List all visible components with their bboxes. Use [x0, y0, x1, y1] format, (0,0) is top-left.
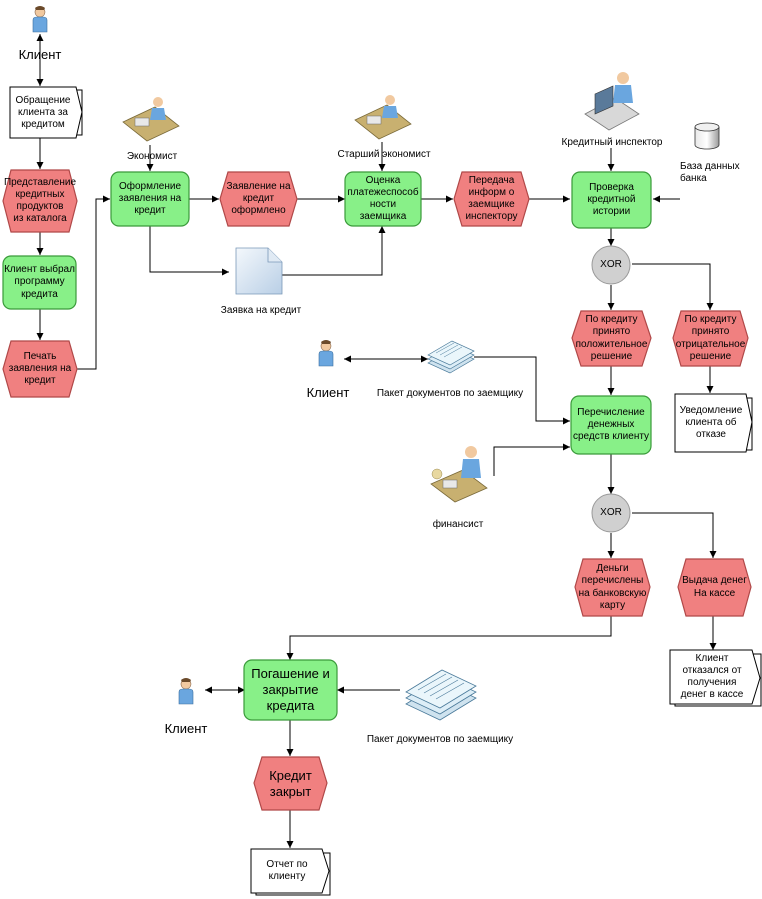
document-stack-icon — [427, 340, 475, 374]
function-label: Погашение и закрытие кредита — [251, 666, 330, 713]
doc-client-request — [9, 86, 83, 139]
function-label: Оформление заявления на кредит — [118, 180, 182, 217]
doc-label: Обращение клиента за кредитом — [15, 94, 71, 131]
doc-label: Клиент отказался от получения денег в ка… — [680, 652, 744, 701]
function-repay-close — [243, 659, 338, 721]
gateway-label: XOR — [600, 506, 622, 518]
connector — [286, 616, 612, 660]
event-label: Передача информ о заемщике инспектору — [465, 174, 518, 223]
event-label: Представление кредитных продуктов из кат… — [3, 176, 77, 225]
function-label: Проверка кредитной истории — [587, 181, 636, 218]
actor-credit-inspector: Кредитный инспектор — [561, 136, 663, 148]
event-print-application — [2, 340, 78, 398]
document-shapes — [9, 86, 762, 896]
function-prepare-application — [110, 171, 190, 227]
worker-at-desk-icon — [430, 446, 488, 503]
event-positive-decision — [571, 310, 652, 367]
database-icon — [694, 122, 720, 150]
function-client-chose — [2, 255, 77, 310]
event-label: Кредит закрыт — [269, 767, 312, 799]
person-icon — [178, 678, 194, 705]
function-label: Клиент выбрал программу кредита — [4, 264, 75, 300]
connector — [76, 195, 110, 370]
function-check-history — [571, 171, 652, 229]
gateways — [591, 245, 631, 533]
doc-package-label: Пакет документов по заемщику — [376, 387, 524, 399]
connector — [632, 512, 717, 558]
doc-client-refused — [669, 649, 762, 707]
document-icon — [235, 247, 283, 295]
event-label: Деньги перечислены на банковскую карту — [578, 563, 647, 611]
actor-financier: финансист — [432, 518, 484, 530]
doc-package-label: Пакет документов по заемщику — [366, 733, 514, 745]
doc-client-report — [250, 848, 331, 896]
connectors — [36, 34, 717, 848]
event-label: По кредиту принято положительное решение — [575, 314, 648, 362]
event-label: Выдача денег На кассе — [682, 575, 747, 599]
actor-client-bottom: Клиент — [164, 721, 208, 737]
event-label: Печать заявления на кредит — [8, 350, 72, 387]
event-present-products — [2, 169, 78, 233]
doc-label: Отчет по клиенту — [266, 858, 308, 882]
actor-client-mid: Клиент — [306, 385, 350, 401]
doc-refusal-notice — [674, 393, 753, 453]
function-assess-solvency — [344, 171, 422, 227]
event-label: По кредиту принято отрицательное решение — [675, 314, 746, 362]
event-negative-decision — [672, 310, 749, 367]
event-cash-issue — [677, 558, 752, 617]
actor-senior-economist: Старший экономист — [337, 148, 431, 160]
computer-user-icon — [584, 72, 640, 131]
application-file-label: Заявка на кредит — [220, 304, 302, 316]
connector — [474, 356, 570, 425]
person-icon — [318, 340, 334, 367]
connector — [282, 226, 386, 276]
connector — [493, 443, 570, 476]
database-label: База данных банка — [680, 161, 740, 185]
events — [2, 169, 752, 811]
function-label: Оценка платежеспособ ности заемщика — [347, 174, 419, 223]
gateway-xor-2 — [591, 493, 631, 533]
person-icon — [32, 6, 48, 33]
actor-economist: Экономист — [126, 150, 178, 162]
event-credit-closed — [253, 756, 328, 811]
function-label: Перечисление денежных средств клиенту — [572, 406, 650, 443]
worker-at-desk-icon — [122, 97, 180, 142]
event-money-transferred — [574, 558, 651, 617]
actor-client-top: Клиент — [18, 47, 62, 63]
connector — [149, 226, 229, 276]
gateway-label: XOR — [600, 258, 622, 270]
event-label: Заявление на кредит оформлено — [226, 180, 291, 217]
event-transfer-info — [453, 171, 530, 227]
function-transfer-funds — [570, 395, 652, 455]
functions — [2, 171, 652, 721]
event-application-done — [219, 171, 298, 227]
doc-label: Уведомление клиента об отказе — [679, 404, 743, 441]
worker-at-desk-icon — [354, 95, 412, 140]
document-stack-icon — [405, 669, 477, 721]
gateway-xor-1 — [591, 245, 631, 285]
connector — [632, 263, 714, 310]
